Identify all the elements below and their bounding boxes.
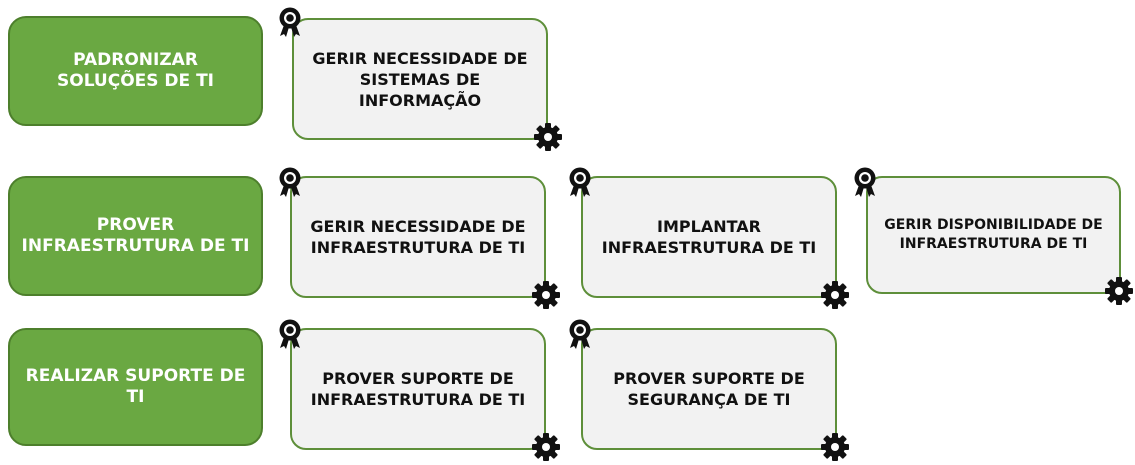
gear-icon [1104, 276, 1134, 306]
gear-icon [820, 280, 850, 310]
award-ribbon-icon [564, 166, 596, 198]
process-label: GERIR DISPONIBILIDADE DE INFRAESTRUTURA … [884, 217, 1103, 252]
award-ribbon-icon [274, 6, 306, 38]
group-label: PROVER INFRAESTRUTURA DE TI [21, 215, 250, 256]
gear-icon [533, 122, 563, 152]
group-label: REALIZAR SUPORTE DE TI [25, 366, 246, 407]
process-gerir-necessidade-sistemas[interactable]: GERIR NECESSIDADE DE SISTEMAS DE INFORMA… [292, 18, 548, 140]
group-prover-infraestrutura: PROVER INFRAESTRUTURA DE TI [8, 176, 263, 296]
gear-icon [531, 280, 561, 310]
process-prover-suporte-seguranca[interactable]: PROVER SUPORTE DE SEGURANÇA DE TI [581, 328, 837, 450]
group-padronizar-solucoes: PADRONIZAR SOLUÇÕES DE TI [8, 16, 263, 126]
award-ribbon-icon [274, 166, 306, 198]
process-implantar-infraestrutura[interactable]: IMPLANTAR INFRAESTRUTURA DE TI [581, 176, 837, 298]
process-gerir-necessidade-infraestrutura[interactable]: GERIR NECESSIDADE DE INFRAESTRUTURA DE T… [290, 176, 546, 298]
gear-icon [531, 432, 561, 462]
process-label: IMPLANTAR INFRAESTRUTURA DE TI [601, 217, 817, 257]
process-prover-suporte-infraestrutura[interactable]: PROVER SUPORTE DE INFRAESTRUTURA DE TI [290, 328, 546, 450]
award-ribbon-icon [564, 318, 596, 350]
group-realizar-suporte: REALIZAR SUPORTE DE TI [8, 328, 263, 446]
award-ribbon-icon [274, 318, 306, 350]
process-label: PROVER SUPORTE DE INFRAESTRUTURA DE TI [310, 369, 526, 409]
process-label: GERIR NECESSIDADE DE INFRAESTRUTURA DE T… [310, 217, 526, 257]
gear-icon [820, 432, 850, 462]
group-label: PADRONIZAR SOLUÇÕES DE TI [57, 50, 214, 91]
process-label: GERIR NECESSIDADE DE SISTEMAS DE INFORMA… [312, 48, 528, 110]
award-ribbon-icon [849, 166, 881, 198]
process-label: PROVER SUPORTE DE SEGURANÇA DE TI [613, 369, 805, 409]
process-gerir-disponibilidade-infraestrutura[interactable]: GERIR DISPONIBILIDADE DE INFRAESTRUTURA … [866, 176, 1121, 294]
